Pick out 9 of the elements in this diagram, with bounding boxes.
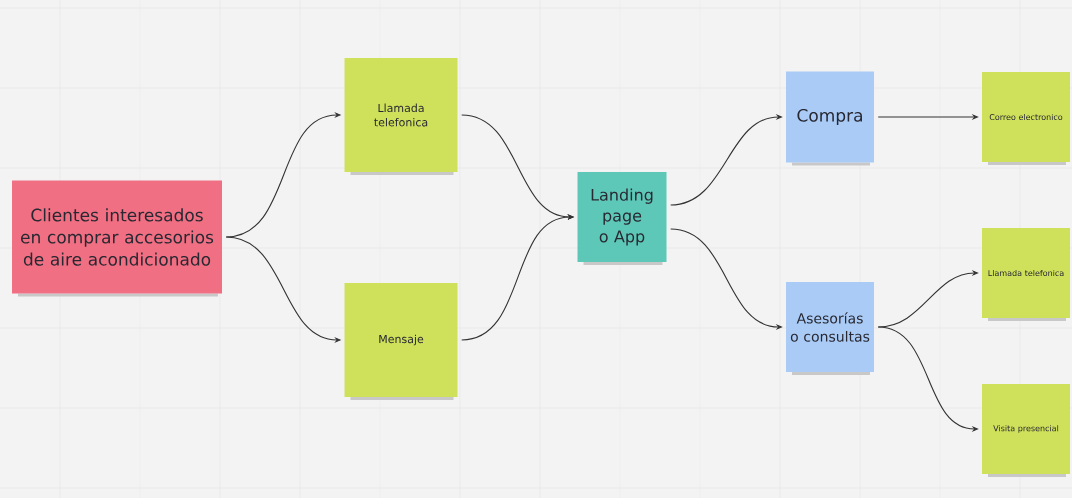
sticky-note: Visita presencial	[982, 384, 1070, 474]
sticky-note: Llamada telefonica	[982, 228, 1070, 318]
sticky-note: Clientes interesados en comprar accesorios de aire acondicionado	[12, 180, 222, 294]
sticky-note: Landing page o App	[577, 172, 667, 262]
sticky-note: Mensaje	[344, 283, 458, 397]
sticky-note: Compra	[786, 71, 874, 163]
sticky-note: Asesorías o consultas	[786, 282, 874, 372]
sticky-note: Correo electronico	[982, 72, 1070, 162]
sticky-note: Llamada telefonica	[344, 58, 458, 172]
